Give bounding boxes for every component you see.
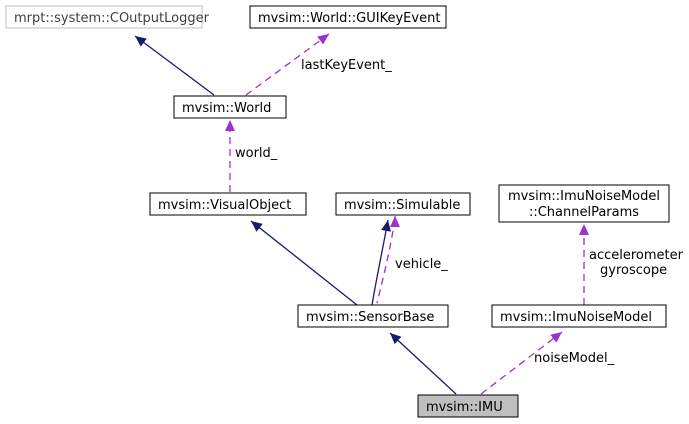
edge-label-last-key-event: lastKeyEvent_ xyxy=(301,58,392,73)
edge-label-vehicle: vehicle_ xyxy=(395,257,448,272)
node-simulable-label: mvsim::Simulable xyxy=(344,198,460,213)
edge-imu-uses-imunoisemodel xyxy=(480,331,563,395)
node-channelparams-label-line1: mvsim::ImuNoiseModel xyxy=(508,189,660,204)
edge-simulable-used-by-sensorbase xyxy=(376,218,396,304)
edge-label-accelerometer: accelerometer xyxy=(589,248,684,263)
node-imunoisemodel[interactable]: mvsim::ImuNoiseModel xyxy=(491,304,667,328)
edge-sensorbase-inherits-simulable xyxy=(371,219,391,306)
node-imu[interactable]: mvsim::IMU xyxy=(417,394,519,418)
edge-labels: lastKeyEvent_ world_ vehicle_ accelerome… xyxy=(235,58,684,366)
node-world-label: mvsim::World xyxy=(182,101,271,116)
edge-world-inherits-coutputlogger xyxy=(134,35,215,96)
edge-imu-inherits-sensorbase xyxy=(389,332,457,395)
node-coutputlogger-label: mrpt::system::COutputLogger xyxy=(14,11,210,26)
node-sensorbase-label: mvsim::SensorBase xyxy=(306,310,434,325)
edge-label-noise-model: noiseModel_ xyxy=(534,351,615,366)
edge-label-gyroscope: gyroscope xyxy=(600,263,667,278)
node-guikeyevent-label: mvsim::World::GUIKeyEvent xyxy=(258,11,440,26)
node-imu-label: mvsim::IMU xyxy=(426,400,503,415)
node-world[interactable]: mvsim::World xyxy=(173,95,287,119)
node-visualobject-label: mvsim::VisualObject xyxy=(158,198,291,213)
node-imunoisemodel-label: mvsim::ImuNoiseModel xyxy=(500,310,652,325)
node-coutputlogger[interactable]: mrpt::system::COutputLogger xyxy=(5,5,210,29)
edge-sensorbase-inherits-visualobject xyxy=(250,220,358,306)
edge-label-world: world_ xyxy=(235,146,278,161)
node-visualobject[interactable]: mvsim::VisualObject xyxy=(149,192,307,216)
node-channelparams-label-line2: ::ChannelParams xyxy=(529,205,639,220)
node-simulable[interactable]: mvsim::Simulable xyxy=(335,192,471,216)
node-channelparams[interactable]: mvsim::ImuNoiseModel ::ChannelParams xyxy=(498,184,670,223)
edges xyxy=(134,33,589,395)
edge-world-uses-guikeyevent xyxy=(245,33,330,96)
node-guikeyevent[interactable]: mvsim::World::GUIKeyEvent xyxy=(249,5,447,29)
node-sensorbase[interactable]: mvsim::SensorBase xyxy=(297,304,449,328)
